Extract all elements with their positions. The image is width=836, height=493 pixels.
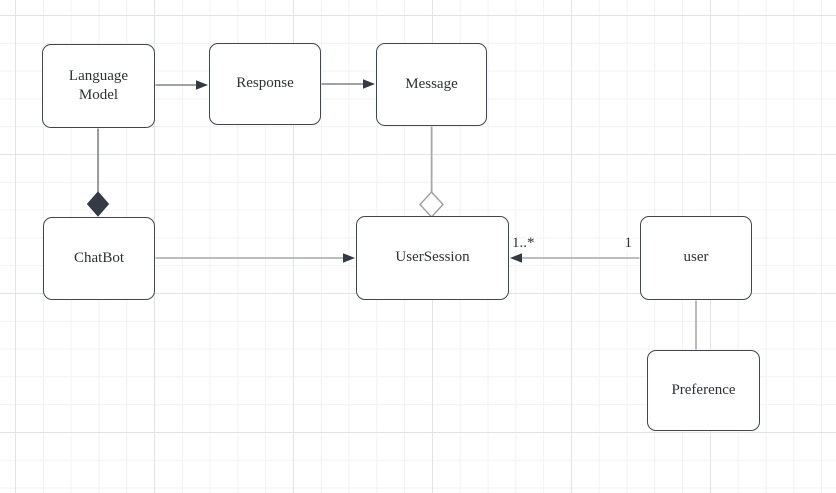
node-preference[interactable]: Preference (647, 350, 760, 431)
node-label: Preference (671, 381, 736, 398)
edge-response-message[interactable] (321, 79, 376, 89)
edge-languagemodel-response[interactable] (155, 80, 209, 90)
node-chatbot[interactable]: ChatBot (43, 217, 155, 300)
multiplicity-label-source: 1 (625, 235, 633, 251)
node-label: UserSession (395, 249, 470, 266)
node-response[interactable]: Response (209, 43, 321, 125)
edge-message-usersession[interactable] (419, 126, 444, 219)
arrowhead-icon (196, 80, 208, 90)
node-language-model[interactable]: Language Model (42, 44, 155, 128)
arrowhead-icon (343, 253, 355, 263)
node-label: Message (405, 75, 458, 92)
aggregation-diamond-icon (419, 190, 444, 219)
node-label: user (683, 249, 709, 266)
edge-user-usersession[interactable]: 1..* 1 (510, 233, 640, 263)
node-message[interactable]: Message (376, 43, 487, 126)
arrowhead-icon (363, 79, 375, 89)
arrowhead-icon (510, 253, 522, 263)
node-label: ChatBot (73, 249, 124, 266)
composition-diamond-icon (86, 191, 110, 217)
edge-chatbot-usersession[interactable] (155, 253, 356, 263)
multiplicity-label-target: 1..* (512, 235, 535, 251)
node-label: Response (236, 75, 294, 92)
edge-languagemodel-chatbot[interactable] (86, 128, 110, 217)
node-user[interactable]: user (640, 216, 752, 300)
node-usersession[interactable]: UserSession (356, 216, 509, 300)
node-label: Language Model (68, 67, 129, 104)
